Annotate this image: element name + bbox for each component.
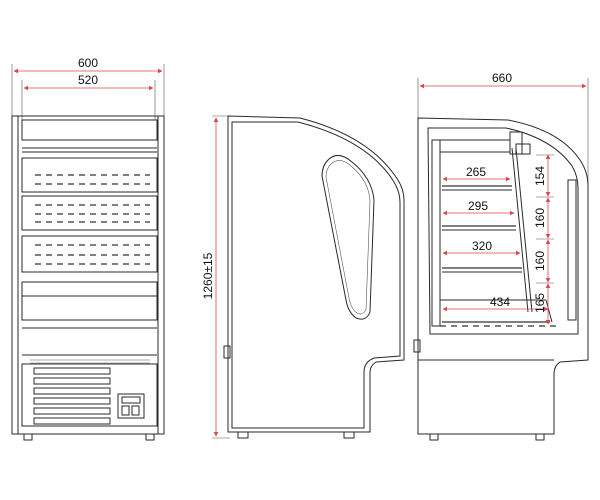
side-hinge [223, 345, 231, 359]
dimension-label-160b: 160 [533, 251, 547, 271]
front-view: 600 520 [11, 56, 165, 441]
section-inner-wall [427, 127, 579, 335]
dimension-shelf-1: 265 [442, 165, 511, 182]
dimension-depth: 660 [417, 71, 589, 200]
section-back-panel [431, 139, 441, 327]
side-panel-inner [231, 121, 401, 429]
section-front-glass [567, 179, 577, 321]
dimension-front-width: 600 [11, 56, 165, 120]
dimension-front-inner-width: 520 [21, 73, 156, 120]
dimension-label-320: 320 [472, 239, 492, 253]
dimension-label-height: 1260±15 [201, 252, 215, 299]
front-vent-grille [33, 367, 111, 425]
front-canopy [21, 119, 158, 141]
dimension-label-154: 154 [533, 166, 547, 186]
side-foot-left [237, 431, 249, 439]
side-panel-outline [227, 115, 405, 433]
section-top-cassette [439, 139, 511, 153]
dimension-label-165: 165 [533, 293, 547, 313]
front-lower-compartment [21, 363, 158, 427]
front-tick-row [30, 359, 150, 364]
front-body [11, 115, 165, 435]
side-window-cutout [321, 155, 375, 320]
section-shelves [440, 147, 560, 327]
dimension-label-520: 520 [78, 73, 98, 87]
dimension-shelf-4: 434 [442, 295, 549, 312]
front-display-base [21, 295, 158, 321]
section-side-hinge [413, 339, 421, 353]
front-shelf [21, 235, 158, 273]
side-foot-right [343, 431, 355, 439]
dimension-shelf-3: 320 [442, 239, 521, 256]
front-shelf [21, 195, 158, 231]
section-foot-left [429, 433, 439, 441]
dimension-label-295: 295 [468, 199, 488, 213]
dimension-label-660: 660 [492, 71, 512, 85]
front-shelves [21, 157, 158, 297]
front-foot-left [23, 433, 33, 441]
dimension-spacing: 154 160 160 165 [533, 154, 554, 325]
front-shelf [21, 281, 158, 297]
section-outer-cabinet [417, 117, 589, 435]
section-view: 660 [413, 71, 589, 441]
dimension-shelf-2: 295 [442, 199, 515, 216]
dimension-label-160a: 160 [533, 208, 547, 228]
front-shelf [21, 157, 158, 193]
side-view: 1260±15 [201, 115, 405, 439]
section-foot-right [535, 433, 545, 441]
dimension-label-434: 434 [490, 295, 510, 309]
dimension-label-600: 600 [78, 56, 98, 70]
dimension-height: 1260±15 [201, 115, 230, 439]
dimension-label-265: 265 [466, 165, 486, 179]
controller-panel [117, 393, 145, 419]
front-foot-right [145, 433, 155, 441]
